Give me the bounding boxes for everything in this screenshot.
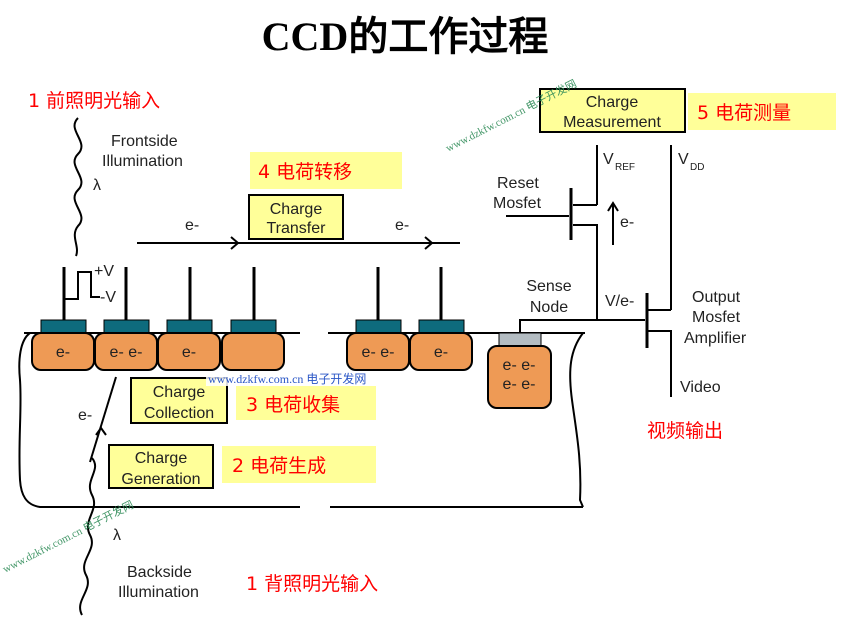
gate-6: [418, 319, 465, 334]
transfer-arrowhead-2-icon: [424, 236, 434, 250]
vdd-subscript: DD: [690, 162, 704, 173]
electron-drift-arrow: [89, 376, 117, 463]
plus-v-label: +V: [94, 263, 114, 280]
well-6-electrons: e-: [434, 344, 448, 361]
electron-drift-arrowhead-icon: [95, 426, 107, 436]
minus-v-label: -V: [100, 289, 116, 306]
frontside-light-wave-icon: [73, 117, 83, 257]
gate-4: [230, 319, 277, 334]
gate-2: [103, 319, 150, 334]
page-title: CCD的工作过程: [262, 14, 549, 59]
vdd-v: V: [678, 151, 689, 168]
frontside-label-2: Illumination: [102, 153, 183, 170]
charge-generation-line-1: Charge: [135, 450, 188, 467]
sense-node-well: [487, 345, 552, 409]
sense-well-electrons-1: e- e-: [503, 357, 536, 374]
charge-collection-line-2: Collection: [144, 405, 214, 422]
substrate-left-edge: [18, 332, 300, 508]
sense-well-electrons-2: e- e-: [503, 376, 536, 393]
substrate-right-edge: [569, 332, 584, 508]
step-generation-label: 2 电荷生成: [232, 455, 326, 477]
generation-highlight: [222, 446, 376, 483]
watermark-middle-bg: [206, 372, 396, 386]
reset-source-wire: [573, 224, 598, 320]
backside-label-1: Backside: [127, 564, 192, 581]
v-per-e-label: V/e-: [605, 293, 634, 310]
transfer-highlight: [250, 152, 402, 189]
potential-well-4: [221, 332, 285, 371]
charge-collection-line-1: Charge: [153, 384, 206, 401]
video-label: Video: [680, 379, 721, 396]
transfer-electron-1: e-: [185, 217, 199, 234]
charge-transfer-line-2: Transfer: [267, 220, 327, 237]
gate-1: [40, 319, 87, 334]
well-1-electrons: e-: [56, 344, 70, 361]
charge-measurement-line-2: Measurement: [563, 114, 661, 131]
charge-measurement-line-1: Charge: [586, 94, 639, 111]
potential-well-6: [409, 332, 473, 371]
sense-node-label-1: Sense: [526, 278, 571, 295]
reset-electron-arrowhead-icon: [607, 201, 619, 212]
step-transfer-label: 4 电荷转移: [258, 161, 352, 183]
sense-node-wire: [519, 319, 597, 333]
charge-transfer-line-1: Charge: [270, 201, 323, 218]
step-collection-label: 3 电荷收集: [246, 394, 340, 416]
charge-transfer-box: [248, 194, 344, 240]
backside-light-wave-icon: [79, 457, 97, 616]
backside-label-2: Illumination: [118, 584, 199, 601]
well-2-electrons: e- e-: [110, 344, 143, 361]
output-mosfet-label-2: Mosfet: [692, 309, 741, 326]
step-measurement-label: 5 电荷测量: [697, 102, 791, 124]
well-5-electrons: e- e-: [362, 344, 395, 361]
clock-pulse-icon: [64, 271, 100, 300]
backside-lambda: λ: [113, 527, 121, 544]
frontside-label-1: Frontside: [111, 133, 178, 150]
measurement-highlight: [688, 93, 836, 130]
charge-measurement-box: [539, 88, 686, 133]
vref-subscript: REF: [615, 162, 635, 173]
step-back-input-label: 1 背照明光输入: [246, 573, 378, 595]
step-video-out-label: 视频输出: [647, 420, 723, 442]
gate-5: [355, 319, 402, 334]
reset-electron-label: e-: [620, 214, 634, 231]
step-front-input-label: 1 前照明光输入: [28, 90, 160, 112]
drift-electron-label: e-: [78, 407, 92, 424]
output-mosfet-label-3: Amplifier: [684, 330, 747, 347]
gate-3: [166, 319, 213, 334]
reset-mosfet-label-1: Reset: [497, 175, 539, 192]
vref-v: V: [603, 151, 614, 168]
collection-highlight: [236, 386, 376, 420]
watermark-middle: www.dzkfw.com.cn 电子开发网: [208, 371, 366, 386]
well-3-electrons: e-: [182, 344, 196, 361]
charge-generation-line-2: Generation: [121, 471, 200, 488]
output-source-wire: [648, 330, 672, 397]
frontside-lambda: λ: [93, 177, 101, 194]
sense-node-label-2: Node: [530, 299, 568, 316]
potential-well-3: [157, 332, 221, 371]
charge-generation-box: [108, 444, 214, 489]
output-mosfet-label-1: Output: [692, 289, 741, 306]
transfer-electron-2: e-: [395, 217, 409, 234]
reset-mosfet-label-2: Mosfet: [493, 195, 542, 212]
